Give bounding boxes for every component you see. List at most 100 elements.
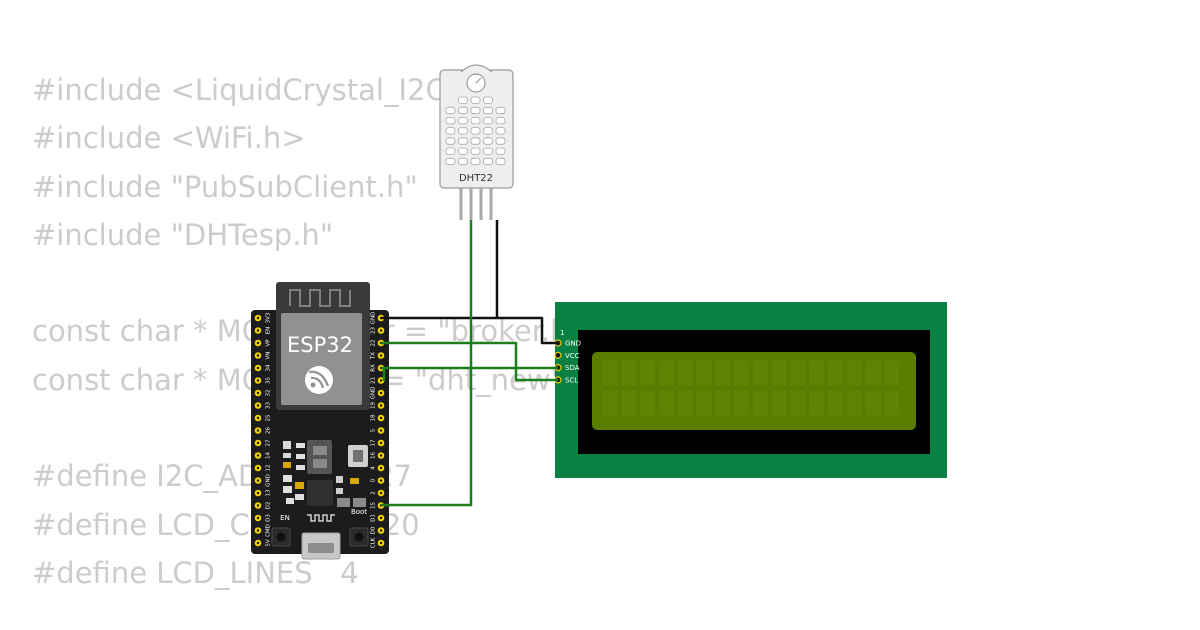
wires	[381, 220, 558, 507]
dht22-vent	[458, 157, 468, 166]
esp32-shield	[281, 313, 362, 405]
esp32-pin-label: 5V	[266, 539, 272, 546]
lcd-char-cell	[789, 359, 807, 387]
esp32-pin-label: 3V3	[266, 312, 272, 323]
esp32-pin-label: 17	[371, 439, 377, 446]
esp32-pin-label: RX	[371, 364, 377, 372]
lcd-pin-index: 1	[560, 329, 564, 337]
dht22-vent	[483, 157, 493, 166]
esp32-pin-label: D1	[371, 514, 377, 522]
esp32-pin-label: CLK	[371, 537, 377, 548]
dht22-vent	[445, 117, 456, 125]
esp32-pin-label: 14	[266, 452, 272, 459]
lcd-char-cell	[846, 389, 863, 417]
code-line: #include "PubSubClient.h"	[32, 169, 418, 204]
dht22-vent	[470, 147, 481, 155]
lcd-char-cell	[601, 389, 619, 417]
dht22-vent	[495, 147, 506, 155]
antenna-icon	[289, 289, 351, 307]
esp32-pin-label: 16	[371, 452, 377, 459]
en-button-label: EN	[280, 514, 290, 522]
wire-dht-data	[381, 220, 473, 507]
lcd-char-cell	[714, 389, 732, 417]
lcd-char-cell	[639, 389, 656, 417]
lcd-char-cell	[733, 359, 750, 387]
dht22-vent	[470, 157, 481, 166]
usb-port[interactable]	[301, 532, 341, 560]
esp32-pin-label: 23	[371, 327, 377, 334]
esp32-pin-label: VP	[266, 339, 272, 347]
dht22-vent	[458, 147, 468, 155]
esp32-label: ESP32	[287, 333, 353, 357]
lcd-char-cell	[770, 389, 788, 417]
dht22-vent	[445, 137, 456, 145]
lcd-char-cell	[676, 389, 694, 417]
board-components	[283, 440, 368, 522]
lcd-char-cell	[770, 359, 788, 387]
esp32-pin-label: 0	[371, 478, 377, 482]
dht22-vent	[495, 117, 506, 125]
lcd-pin[interactable]	[554, 351, 562, 359]
lcd-char-cell	[827, 359, 844, 387]
dht22-vent	[470, 137, 481, 145]
lcd-char-cell	[864, 359, 882, 387]
esp32-pin-label: 2	[371, 491, 377, 495]
esp32-pin-label: 26	[266, 427, 272, 434]
esp32-pin-label: 34	[266, 364, 272, 371]
lcd-char-cell	[658, 359, 675, 387]
lcd-char-cell	[827, 389, 844, 417]
esp32-pin-label: 27	[266, 439, 272, 446]
lcd-char-cell	[601, 359, 619, 387]
esp32-pin-label: TX	[371, 352, 377, 360]
esp32-pin-label: CMD	[266, 524, 272, 537]
dht22-vent	[470, 106, 481, 115]
dht22-sensor[interactable]: DHT22	[439, 64, 514, 220]
dht22-vent	[495, 127, 506, 135]
lcd-char-cell	[808, 359, 826, 387]
lcd-char-cell	[620, 359, 638, 387]
lcd-character-cells	[601, 359, 901, 417]
lcd-char-cell	[695, 389, 713, 417]
dht22-vent	[483, 137, 493, 145]
dht22-vent	[445, 147, 456, 155]
boot-button[interactable]	[349, 527, 369, 547]
lcd-char-cell	[620, 389, 638, 417]
lcd-pin-label: GND	[565, 340, 581, 348]
dht22-vent	[495, 106, 506, 115]
en-button[interactable]	[271, 527, 291, 547]
esp32-pin-label: 32	[266, 390, 272, 397]
code-line: #define LCD_LINES 4	[32, 555, 359, 590]
dht22-vent	[458, 96, 468, 104]
esp32-pin-label: 19	[371, 402, 377, 409]
dht22-vent	[458, 106, 468, 115]
esp32-left-header: 3V3ENVPVN343532332526271412GND13D2D3CMD5…	[254, 312, 272, 547]
esp32-pin-label: 12	[266, 465, 272, 472]
lcd-char-cell	[676, 359, 694, 387]
esp32-pin-label: GND	[266, 474, 272, 487]
dht22-cap	[460, 64, 493, 73]
dht22-vent	[470, 117, 481, 125]
dht22-vent	[458, 137, 468, 145]
wire-scl	[381, 341, 558, 382]
lcd-char-cell	[714, 359, 732, 387]
dht22-vent	[458, 127, 468, 135]
dht22-vent	[483, 117, 493, 125]
wire-gnd-lcd	[497, 316, 558, 345]
dht22-vent	[445, 127, 456, 135]
lcd-char-cell	[639, 359, 656, 387]
esp32-board[interactable]: ESP32	[251, 282, 389, 560]
lcd-char-cell	[752, 359, 769, 387]
esp32-pin-label: 25	[266, 414, 272, 421]
lcd-char-cell	[752, 389, 769, 417]
dht22-vent	[483, 106, 493, 115]
esp32-pin-label: GND	[371, 387, 377, 400]
lcd-char-cell	[695, 359, 713, 387]
dht22-vent	[495, 137, 506, 145]
esp32-pin-label: 21	[371, 377, 377, 384]
espressif-logo-icon	[305, 366, 333, 394]
lcd-char-cell	[864, 389, 882, 417]
dht22-label: DHT22	[459, 173, 493, 184]
dht22-vent	[483, 127, 493, 135]
